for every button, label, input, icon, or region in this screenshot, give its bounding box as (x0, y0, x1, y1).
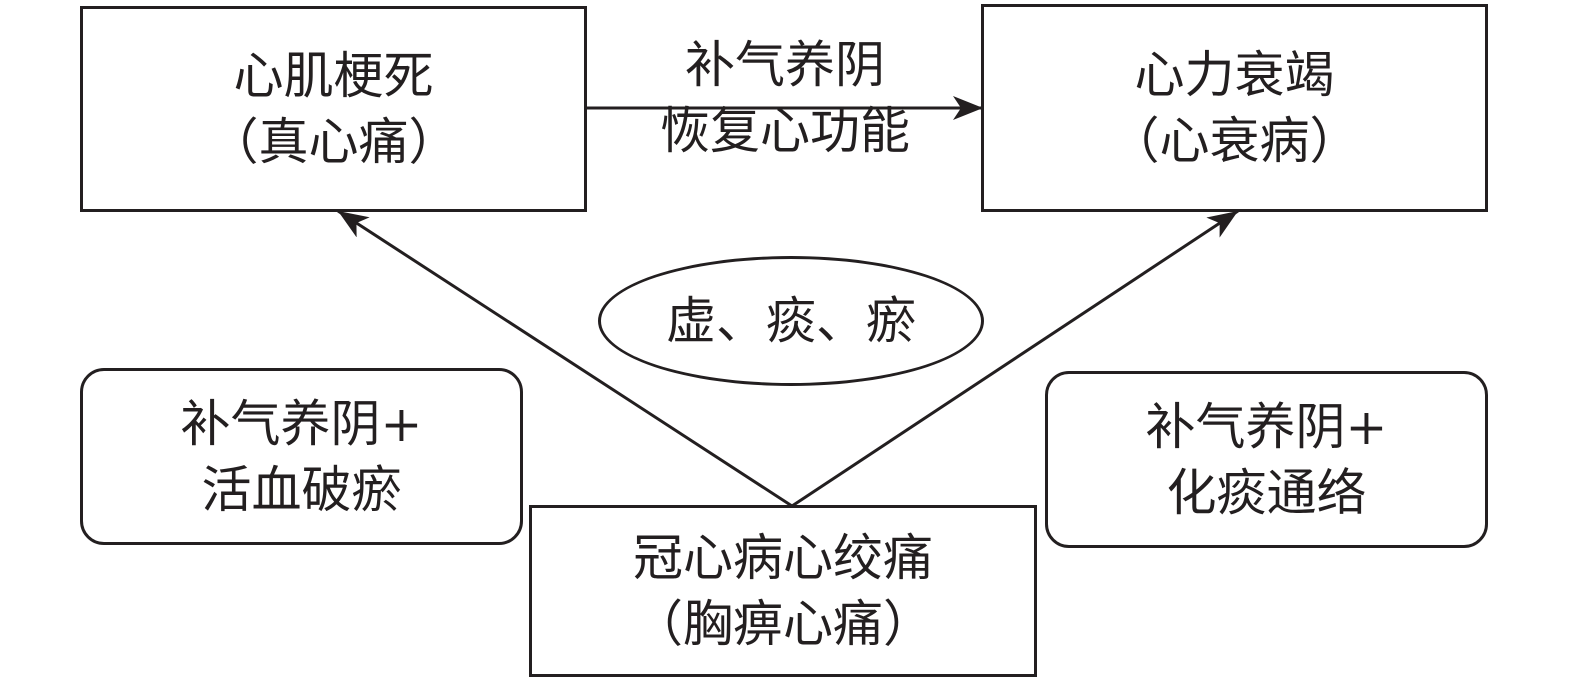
node-right-therapy-line2: 化痰通络 (1166, 463, 1367, 522)
node-left-therapy: 补气养阴+ 活血破瘀 (80, 368, 523, 545)
node-chd-subtitle: （胸痹心痛） (633, 595, 933, 653)
edge-label-top: 补气养阴 恢复心功能 (620, 32, 950, 164)
node-pathogenesis: 虚、痰、瘀 (598, 256, 984, 386)
node-left-therapy-line1: 补气养阴+ (180, 394, 423, 453)
node-hf-subtitle: （心衰病） (1109, 112, 1360, 170)
node-coronary-heart-disease: 冠心病心绞痛 （胸痹心痛） (529, 505, 1037, 677)
node-right-therapy-line1: 补气养阴+ (1145, 397, 1388, 456)
node-mi-subtitle: （真心痛） (208, 113, 459, 171)
node-hf-title: 心力衰竭 (1134, 46, 1335, 104)
node-myocardial-infarction: 心肌梗死 （真心痛） (80, 6, 587, 212)
edge-label-top-line1: 补气养阴 (685, 36, 885, 94)
arrow-chd-to-mi (337, 209, 793, 508)
node-chd-title: 冠心病心绞痛 (633, 529, 933, 587)
node-right-therapy: 补气养阴+ 化痰通络 (1045, 371, 1488, 548)
node-mi-title: 心肌梗死 (233, 47, 434, 105)
edge-label-top-line2: 恢复心功能 (660, 102, 910, 160)
node-pathogenesis-text: 虚、痰、瘀 (666, 292, 916, 350)
node-left-therapy-line2: 活血破瘀 (201, 460, 402, 519)
arrow-chd-to-hf (791, 209, 1239, 508)
node-heart-failure: 心力衰竭 （心衰病） (981, 4, 1488, 212)
